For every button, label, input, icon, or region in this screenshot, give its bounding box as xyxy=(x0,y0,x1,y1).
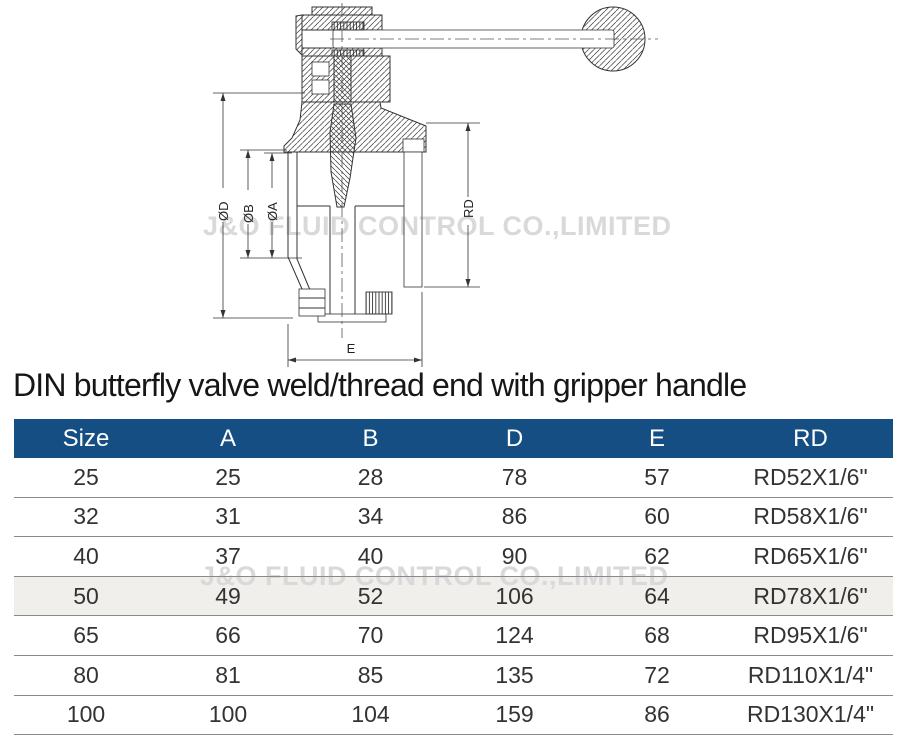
hex-nut xyxy=(298,288,326,317)
table-cell: 32 xyxy=(14,497,158,538)
table-cell: 57 xyxy=(586,458,728,498)
table-cell: 100 xyxy=(158,695,298,736)
table-cell: 159 xyxy=(443,695,586,736)
dim-label-b: ØB xyxy=(241,204,256,223)
table-cell: RD65X1/6" xyxy=(728,536,893,577)
table-cell: RD95X1/6" xyxy=(728,615,893,656)
dimension-lines: ØD ØB ØA RD E xyxy=(213,92,480,367)
table-cell: RD78X1/6" xyxy=(728,576,893,617)
table-cell: 70 xyxy=(298,615,443,656)
table-cell: 80 xyxy=(14,655,158,696)
table-cell: 81 xyxy=(158,655,298,696)
table-cell: 37 xyxy=(158,536,298,577)
dim-label-rd: RD xyxy=(461,199,476,218)
column-header: A xyxy=(158,419,298,458)
table-cell: RD130X1/4" xyxy=(728,695,893,736)
page-title: DIN butterfly valve weld/thread end with… xyxy=(13,367,747,403)
table-cell: RD110X1/4" xyxy=(728,655,893,696)
table-cell: 78 xyxy=(443,458,586,498)
table-cell: 124 xyxy=(443,615,586,656)
adjuster-knurl-top xyxy=(331,21,365,31)
table-cell: 40 xyxy=(298,536,443,577)
table-cell: 72 xyxy=(586,655,728,696)
table-cell: 85 xyxy=(298,655,443,696)
table-cell: 49 xyxy=(158,576,298,617)
table-cell: 86 xyxy=(586,695,728,736)
clamp-notch xyxy=(402,138,425,153)
table-cell: 50 xyxy=(14,576,158,617)
thread-end-knurl xyxy=(365,291,393,315)
table-cell: 64 xyxy=(586,576,728,617)
adjuster-knurl-bottom xyxy=(331,49,365,57)
column-header: Size xyxy=(14,419,158,458)
table-cell: 60 xyxy=(586,497,728,538)
table-cell: 100 xyxy=(14,695,158,736)
valve-cross-section-drawing: ØD ØB ØA RD E xyxy=(213,3,658,367)
table-cell: RD52X1/6" xyxy=(728,458,893,498)
dim-label-d: ØD xyxy=(216,202,231,222)
table-cell: 25 xyxy=(14,458,158,498)
valve-neck-flange xyxy=(283,101,427,153)
table-cell: 52 xyxy=(298,576,443,617)
table-cell: 40 xyxy=(14,536,158,577)
column-header: E xyxy=(586,419,728,458)
bonnet-pocket xyxy=(311,61,330,77)
valve-body xyxy=(287,151,423,323)
dim-label-a: ØA xyxy=(265,202,280,221)
dim-label-e: E xyxy=(347,341,356,356)
table-cell: 135 xyxy=(443,655,586,696)
table-cell: 86 xyxy=(443,497,586,538)
table-cell: 34 xyxy=(298,497,443,538)
column-header: RD xyxy=(728,419,893,458)
table-cell: 68 xyxy=(586,615,728,656)
table-cell: 90 xyxy=(443,536,586,577)
table-cell: 106 xyxy=(443,576,586,617)
table-cell: 104 xyxy=(298,695,443,736)
table-cell: 66 xyxy=(158,615,298,656)
table-cell: 62 xyxy=(586,536,728,577)
table-cell: RD58X1/6" xyxy=(728,497,893,538)
table-cell: 31 xyxy=(158,497,298,538)
column-header: D xyxy=(443,419,586,458)
column-header: B xyxy=(298,419,443,458)
table-cell: 28 xyxy=(298,458,443,498)
table-cell: 65 xyxy=(14,615,158,656)
bonnet-pocket xyxy=(311,79,330,95)
table-cell: 25 xyxy=(158,458,298,498)
